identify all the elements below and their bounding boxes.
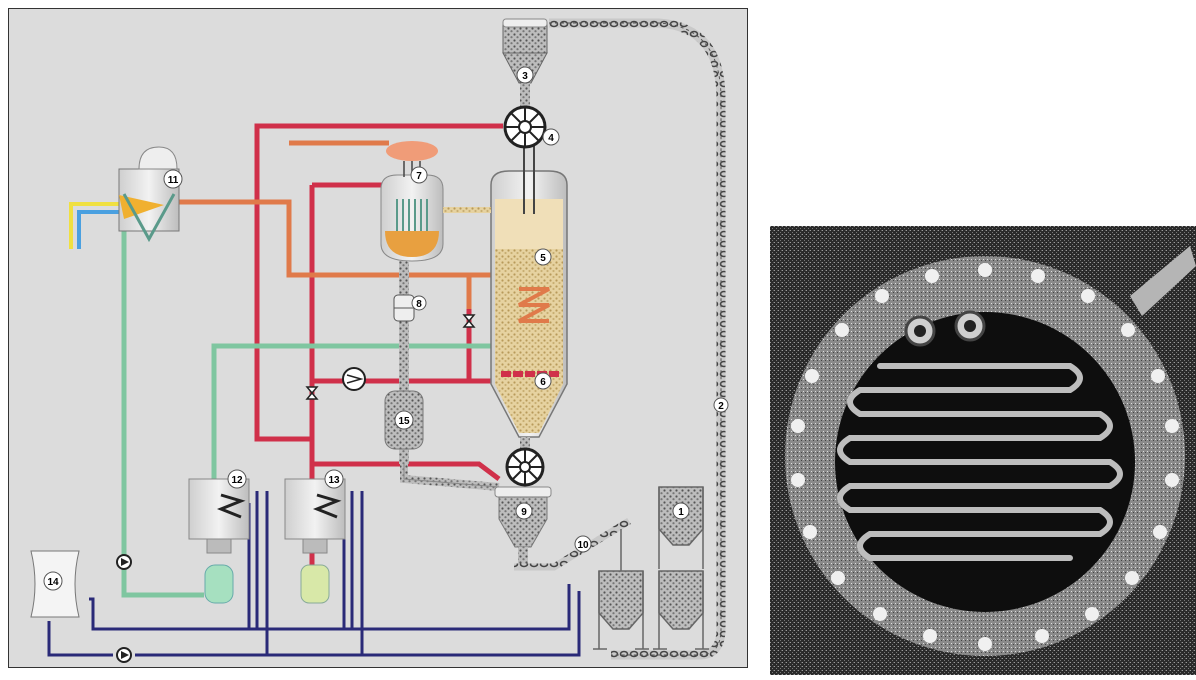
svg-text:4: 4 <box>548 133 554 144</box>
svg-text:14: 14 <box>47 577 59 588</box>
reactor-column <box>491 137 567 437</box>
label-4: 4 <box>543 129 559 145</box>
label-8: 8 <box>412 296 426 310</box>
filter-element <box>394 295 414 321</box>
svg-text:8: 8 <box>416 299 422 310</box>
label-9: 9 <box>516 503 532 519</box>
heat-exchanger-photo <box>770 226 1196 675</box>
svg-text:6: 6 <box>540 377 546 388</box>
pump-icon <box>117 648 131 662</box>
label-10: 10 <box>575 536 591 552</box>
svg-text:5: 5 <box>540 253 546 264</box>
svg-text:10: 10 <box>577 540 589 551</box>
label-14: 14 <box>44 572 62 590</box>
svg-text:2: 2 <box>718 401 724 412</box>
svg-text:15: 15 <box>398 416 410 427</box>
blower-icon <box>343 368 365 390</box>
label-7: 7 <box>411 167 427 183</box>
label-11: 11 <box>164 170 182 188</box>
svg-text:3: 3 <box>522 71 528 82</box>
process-flow-diagram: 1 2 3 4 5 6 7 8 9 10 11 12 13 14 15 <box>8 8 748 668</box>
label-3: 3 <box>517 67 533 83</box>
svg-text:12: 12 <box>231 475 243 486</box>
rotary-valve-top <box>505 107 545 147</box>
svg-text:11: 11 <box>168 175 179 186</box>
svg-text:7: 7 <box>416 171 422 182</box>
label-1: 1 <box>673 503 689 519</box>
label-6: 6 <box>535 373 551 389</box>
label-12: 12 <box>228 470 246 488</box>
label-5: 5 <box>535 249 551 265</box>
label-13: 13 <box>325 470 343 488</box>
svg-text:1: 1 <box>678 507 684 518</box>
svg-text:13: 13 <box>328 475 340 486</box>
label-2: 2 <box>714 398 728 412</box>
label-15: 15 <box>395 411 413 429</box>
pump-icon <box>117 555 131 569</box>
svg-text:9: 9 <box>521 507 527 518</box>
